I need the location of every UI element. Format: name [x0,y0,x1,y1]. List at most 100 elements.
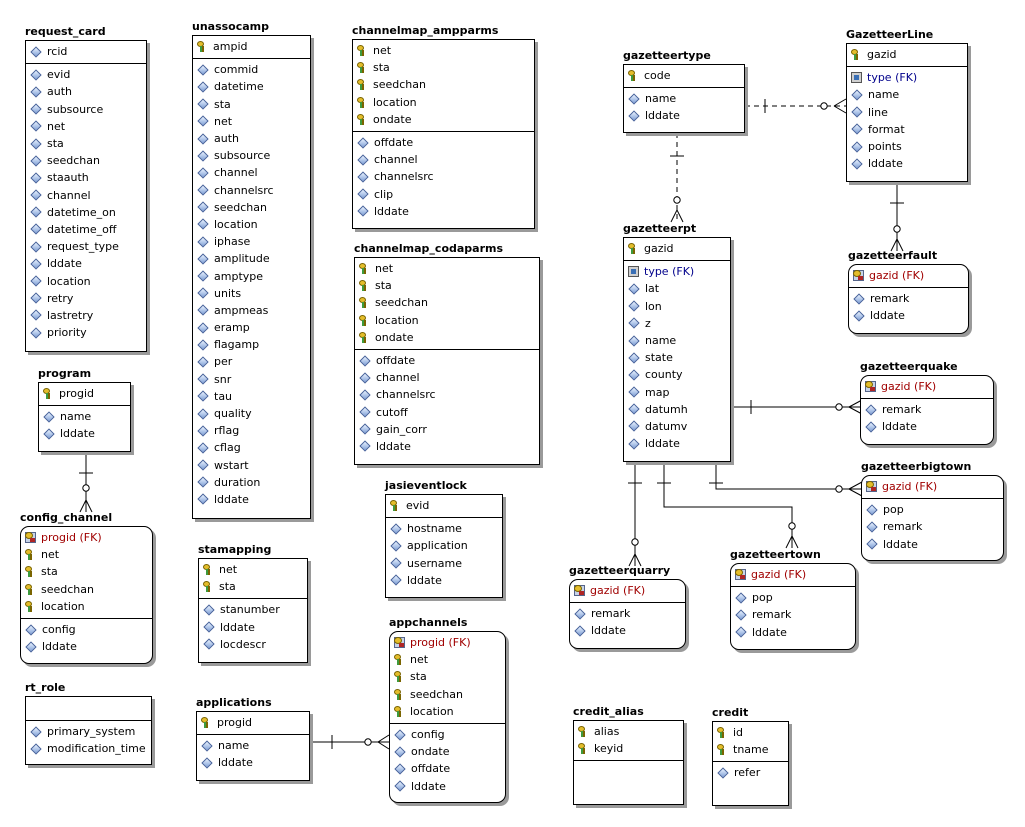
attr-section: commid datetime sta net auth subsource c… [193,58,310,511]
attr-row: stanumber [203,601,303,618]
entity-stamapping[interactable]: stamapping net sta stanumber lddate locd… [198,543,308,663]
rel-gazetteerpt-gazetteerquake [731,399,863,415]
entity-credit_alias[interactable]: credit_alias alias keyid [573,705,684,805]
attribute-icon [866,504,878,516]
attribute-icon [628,352,640,364]
attribute-icon [30,86,42,98]
attribute-icon [628,300,640,312]
entity-gazetteerpt[interactable]: gazetteerpt gazid type (FK) lat lon z na… [623,222,731,462]
attr-section: name lddate [39,405,130,445]
attribute-icon [197,115,209,128]
attribute-icon [30,309,42,322]
pk-row: rcid [30,43,142,60]
attribute-icon [197,287,209,299]
rel-gazetteerpt-gazetteertown [657,462,799,549]
attribute-icon [197,132,209,145]
attr-row: rflag [197,422,306,439]
entity-rt_role[interactable]: rt_role primary_system modification_time [25,681,152,765]
attribute-icon [853,310,865,322]
attribute-icon [628,317,640,330]
key-icon [717,727,728,739]
attribute-icon [390,540,402,552]
attribute-icon [359,372,371,384]
pk-row: gazid (FK) [853,267,964,284]
attr-row: evid [30,66,142,83]
attr-row: lddate [357,203,530,220]
rel-gazetteerpt-gazetteerquarry [628,462,642,567]
attr-section: offdate channel channelsrc cutoff gain_c… [355,348,539,458]
entity-appchannels[interactable]: appchannels progid (FK) net sta seedchan… [389,616,506,803]
pk-row: progid [43,385,126,402]
attr-row: request_type [30,238,142,255]
attribute-icon [357,171,369,183]
attr-section: pop remark lddate [862,498,1003,556]
key-icon [357,79,368,91]
attribute-icon [30,326,42,339]
attribute-icon [865,404,877,416]
attribute-icon [357,136,369,149]
pk-section: progid [197,712,309,734]
entity-gazetteertype[interactable]: gazetteertype code name lddate [623,49,745,133]
attribute-icon [735,609,747,621]
entity-program[interactable]: program progid name lddate [38,367,131,452]
pk-section: gazid (FK) [861,376,993,398]
attribute-icon [197,321,209,334]
attr-row: lddate [25,638,148,655]
entity-title: applications [196,696,272,709]
entity-gazetteerline[interactable]: GazetteerLine gazid type (FK) name line … [846,28,968,182]
attr-row: lddate [197,491,306,508]
entity-gazetteerfault[interactable]: gazetteerfault gazid (FK) remark lddate [848,249,969,334]
pk-section: progid (FK) net sta seedchan location [390,632,505,723]
rel-applications-appchannels [310,734,390,750]
attribute-icon [866,538,878,550]
attribute-icon [357,154,369,166]
entity-credit[interactable]: credit id tname refer [712,706,789,806]
attribute-icon [851,158,863,170]
pk-section: evid [386,495,502,517]
attribute-icon [628,93,640,105]
pk-row: seedchan [359,294,535,311]
attribute-icon [390,523,402,535]
fk-row: type (FK) [628,263,726,280]
pk-section: id tname [713,722,788,761]
attribute-icon [30,137,42,150]
attribute-icon [201,757,213,769]
attribute-icon [197,425,209,437]
entity-config_channel[interactable]: config_channel progid (FK) net sta seedc… [20,511,153,664]
attr-row: application [390,537,498,554]
entity-jasieventlock[interactable]: jasieventlock evid hostname application … [385,479,503,598]
attr-row: remark [574,605,681,622]
attr-section: type (FK) name line format points lddate [847,66,967,175]
entity-title: program [38,367,92,380]
attribute-icon [359,423,371,435]
attr-section: name lddate [197,734,309,774]
key-icon [628,243,639,255]
pk-row: code [628,67,740,84]
entity-applications[interactable]: applications progid name lddate [196,696,310,781]
entity-gazetteertown[interactable]: gazetteertown gazid (FK) pop remark ldda… [730,548,856,650]
pk-row: net [357,42,530,59]
entity-title: gazetteertown [730,548,821,561]
entity-unassocamp[interactable]: unassocamp ampid commid datetime sta net… [192,20,311,519]
attribute-icon [197,98,209,110]
attribute-icon [197,356,209,368]
entity-gazetteerbigtown[interactable]: gazetteerbigtown gazid (FK) pop remark l… [861,460,1004,561]
attribute-icon [866,521,878,533]
attribute-icon [43,411,55,423]
entity-channelmap_codaparms[interactable]: channelmap_codaparms net sta seedchan lo… [354,242,540,465]
attribute-icon [359,440,371,453]
attr-row: name [628,332,726,349]
attr-row: snr [197,371,306,388]
attr-row: gain_corr [359,421,535,438]
entity-channelmap_ampparms[interactable]: channelmap_ampparms net sta seedchan loc… [352,24,535,229]
entity-gazetteerquake[interactable]: gazetteerquake gazid (FK) remark lddate [860,360,994,445]
key-icon [201,717,212,729]
attribute-icon [203,621,215,633]
attr-row: quality [197,405,306,422]
pk-row: net [203,561,303,578]
pk-row: sta [394,668,501,685]
entity-gazetteerquarry[interactable]: gazetteerquarry gazid (FK) remark lddate [569,564,686,649]
attr-row: name [201,737,305,754]
entity-request_card[interactable]: request_card rcid evid auth subsource ne… [25,25,147,352]
pk-row: gazid (FK) [866,478,999,495]
